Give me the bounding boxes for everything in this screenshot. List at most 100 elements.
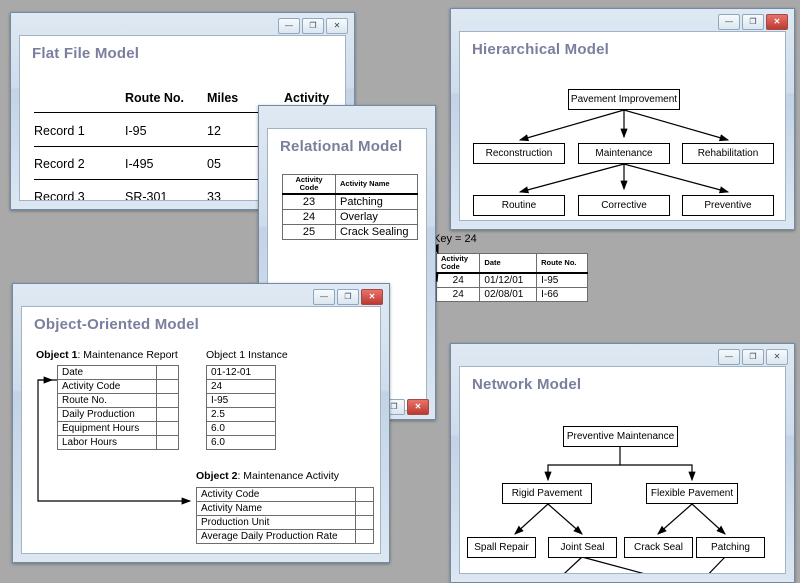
node-maintenance: Maintenance xyxy=(578,143,670,164)
window-frame: — ❐ ✕ Object-Oriented Model Object 1: Ma… xyxy=(13,284,389,562)
table-row: Activity Code xyxy=(196,487,374,502)
object1-fields-table: Date Activity Code Route No. Daily Produ… xyxy=(57,365,179,450)
maximize-button[interactable]: ❐ xyxy=(302,18,324,34)
client-area-network: Network Model Preventive Maintenance xyxy=(459,366,786,574)
maximize-button[interactable]: ❐ xyxy=(742,14,764,30)
field-name: Labor Hours xyxy=(57,435,157,450)
cell-code: 23 xyxy=(282,193,336,210)
cell-2-miles: 05 xyxy=(207,157,221,171)
table-row: Labor Hours xyxy=(57,435,179,450)
col-activity-code: Activity Code xyxy=(282,173,336,195)
field-value-blank xyxy=(156,435,179,450)
col-header-miles: Miles xyxy=(207,91,239,105)
minimize-button[interactable]: — xyxy=(718,14,740,30)
cell-1-route: I-95 xyxy=(125,124,147,138)
cell-code: 25 xyxy=(282,223,336,240)
titlebar-relational[interactable] xyxy=(263,110,431,128)
table-row: Daily Production xyxy=(57,407,179,422)
cell-2-route: I-495 xyxy=(125,157,154,171)
header-rule xyxy=(34,112,345,113)
table-header-row: Activity Code Activity Name xyxy=(282,173,418,195)
instance-value: 6.0 xyxy=(206,435,276,450)
object2-label-bold: Object 2 xyxy=(196,470,238,482)
table-header-row: Activity Code Date Route No. xyxy=(435,252,588,274)
window-controls[interactable]: — ❐ ✕ xyxy=(278,18,348,34)
node-pavement-improvement: Pavement Improvement xyxy=(568,89,680,110)
row-label-1: Record 1 xyxy=(34,124,85,138)
close-button[interactable]: ✕ xyxy=(361,289,383,305)
node-preventive-maintenance: Preventive Maintenance xyxy=(563,426,678,447)
table-row: 24 02/08/01 I-66 xyxy=(435,286,588,302)
client-area-object-oriented: Object-Oriented Model Object 1: Maintena… xyxy=(21,306,381,554)
node-crack-seal: Crack Seal xyxy=(624,537,693,558)
window-frame: — ❐ ✕ Network Model xyxy=(451,344,794,582)
titlebar-object-oriented[interactable]: — ❐ ✕ xyxy=(17,288,385,306)
node-flexible-pavement: Flexible Pavement xyxy=(646,483,738,504)
node-routine: Routine xyxy=(473,195,565,216)
page-title-relational: Relational Model xyxy=(280,138,403,155)
node-reconstruction: Reconstruction xyxy=(473,143,565,164)
titlebar-hierarchical[interactable]: — ❐ ✕ xyxy=(455,13,790,31)
object2-label-rest: : Maintenance Activity xyxy=(237,470,339,482)
maximize-button[interactable]: ❐ xyxy=(337,289,359,305)
col-date: Date xyxy=(479,252,538,274)
cell-name: Patching xyxy=(335,193,418,210)
window-object-oriented-model[interactable]: — ❐ ✕ Object-Oriented Model Object 1: Ma… xyxy=(12,283,390,563)
field-value-blank xyxy=(355,529,374,544)
node-rigid-pavement: Rigid Pavement xyxy=(502,483,592,504)
row-label-2: Record 2 xyxy=(34,157,85,171)
table-row: 6.0 xyxy=(206,435,276,450)
maximize-button[interactable]: ❐ xyxy=(742,349,764,365)
window-controls[interactable]: — ❐ ✕ xyxy=(313,289,383,305)
cell-date: 02/08/01 xyxy=(479,286,538,302)
minimize-button[interactable]: — xyxy=(278,18,300,34)
col-route-no: Route No. xyxy=(536,252,588,274)
table-row: 23 Patching xyxy=(282,193,418,210)
node-preventive: Preventive xyxy=(682,195,774,216)
close-button[interactable]: ✕ xyxy=(766,349,788,365)
col-header-route-no: Route No. xyxy=(125,91,185,105)
key-label: Key = 24 xyxy=(433,233,477,245)
minimize-button[interactable]: — xyxy=(718,349,740,365)
node-corrective: Corrective xyxy=(578,195,670,216)
row-label-3: Record 3 xyxy=(34,190,85,201)
table-row: Average Daily Production Rate xyxy=(196,529,374,544)
relational-activity-table: Activity Code Activity Name 23 Patching … xyxy=(282,173,418,240)
cell-name: Crack Sealing xyxy=(335,223,418,240)
row-rule-2 xyxy=(34,179,345,180)
cell-3-miles: 33 xyxy=(207,190,221,201)
minimize-button[interactable]: — xyxy=(313,289,335,305)
object2-label: Object 2: Maintenance Activity xyxy=(196,470,339,482)
object1-label-bold: Object 1 xyxy=(36,349,78,361)
object-oriented-connector-lines xyxy=(37,376,192,505)
col-activity-name: Activity Name xyxy=(335,173,418,195)
close-button[interactable]: ✕ xyxy=(407,399,429,415)
close-button[interactable]: ✕ xyxy=(766,14,788,30)
row-rule-1 xyxy=(34,146,345,147)
window-controls[interactable]: — ❐ ✕ xyxy=(718,14,788,30)
node-rehabilitation: Rehabilitation xyxy=(682,143,774,164)
table-row: 24 Overlay xyxy=(282,208,418,225)
close-button[interactable]: ✕ xyxy=(326,18,348,34)
col-activity-code: Activity Code xyxy=(435,252,481,274)
window-hierarchical-model[interactable]: — ❐ ✕ Hierarchical Model Pavemen xyxy=(450,8,795,230)
field-name: Average Daily Production Rate xyxy=(196,529,356,544)
node-spall-repair: Spall Repair xyxy=(467,537,536,558)
window-controls[interactable]: — ❐ ✕ xyxy=(718,349,788,365)
table-row: 25 Crack Sealing xyxy=(282,223,418,240)
cell-route: I-95 xyxy=(536,272,588,288)
object1-instance-table: 01-12-01 24 I-95 2.5 6.0 6.0 xyxy=(206,365,276,450)
table-row: Route No. xyxy=(57,393,179,408)
col-header-activity: Activity xyxy=(284,91,330,105)
client-area-hierarchical: Hierarchical Model Pavement Improvement … xyxy=(459,31,786,221)
window-network-model[interactable]: — ❐ ✕ Network Model xyxy=(450,343,795,583)
object1-label-rest: : Maintenance Report xyxy=(77,349,178,361)
cell-code: 24 xyxy=(435,286,481,302)
object2-fields-table: Activity Code Activity Name Production U… xyxy=(196,487,374,544)
titlebar-flat-file[interactable]: — ❐ ✕ xyxy=(15,17,350,35)
page-title-network: Network Model xyxy=(472,376,582,393)
cell-1-miles: 12 xyxy=(207,124,221,138)
page-title-flat-file: Flat File Model xyxy=(32,45,140,62)
cell-code: 24 xyxy=(282,208,336,225)
titlebar-network[interactable]: — ❐ ✕ xyxy=(455,348,790,366)
